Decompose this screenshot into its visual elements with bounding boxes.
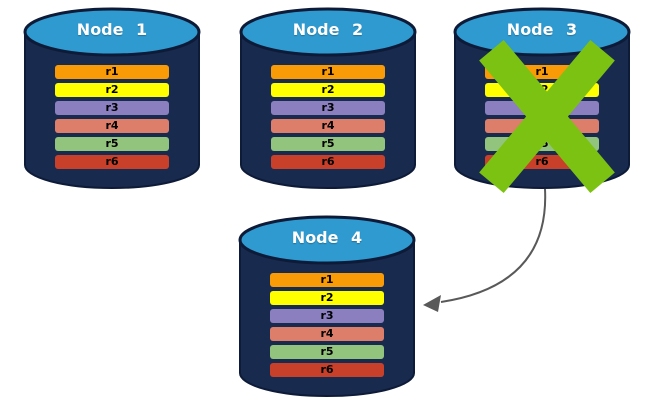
- node-title: Node 1: [76, 20, 148, 39]
- row-list: r1 r2 r3 r4 r5 r6: [55, 65, 169, 169]
- cylinder-top: [23, 7, 201, 57]
- row-r5: r5: [55, 137, 169, 151]
- row-r5: r5: [271, 137, 385, 151]
- row-list: r1 r2 r3 r4 r5 r6: [271, 65, 385, 169]
- cylinder-top: [453, 7, 631, 57]
- row-r1: r1: [271, 65, 385, 79]
- row-r3: r3: [55, 101, 169, 115]
- row-r1: r1: [270, 273, 384, 287]
- cylinder-top: [239, 7, 417, 57]
- node-title: Node 3: [506, 20, 578, 39]
- row-r4: r4: [271, 119, 385, 133]
- cylinder-top: [238, 215, 416, 265]
- row-list: r1 r2 r3 r4 r5 r6: [270, 273, 384, 377]
- row-r4: r4: [55, 119, 169, 133]
- node-title: Node 4: [291, 228, 363, 247]
- row-r3: r3: [270, 309, 384, 323]
- db-node-2: Node 2 r1 r2 r3 r4 r5 r6: [238, 6, 418, 191]
- failure-x-icon: [479, 39, 615, 194]
- row-r4: r4: [270, 327, 384, 341]
- row-r3: r3: [271, 101, 385, 115]
- arrow-head-icon: [423, 295, 441, 312]
- row-r2: r2: [271, 83, 385, 97]
- arrow-curve: [440, 188, 547, 303]
- db-node-3: Node 3 r1 r2 r3 r4 r5 r6: [452, 6, 632, 194]
- db-node-4: Node 4 r1 r2 r3 r4 r5 r6: [237, 214, 417, 399]
- row-r5: r5: [270, 345, 384, 359]
- row-r6: r6: [55, 155, 169, 169]
- row-r2: r2: [55, 83, 169, 97]
- db-node-1: Node 1 r1 r2 r3 r4 r5 r6: [22, 6, 202, 191]
- node-title: Node 2: [292, 20, 364, 39]
- row-r1: r1: [55, 65, 169, 79]
- row-r2: r2: [270, 291, 384, 305]
- row-r6: r6: [270, 363, 384, 377]
- row-r6: r6: [271, 155, 385, 169]
- x-stroke: [479, 39, 615, 194]
